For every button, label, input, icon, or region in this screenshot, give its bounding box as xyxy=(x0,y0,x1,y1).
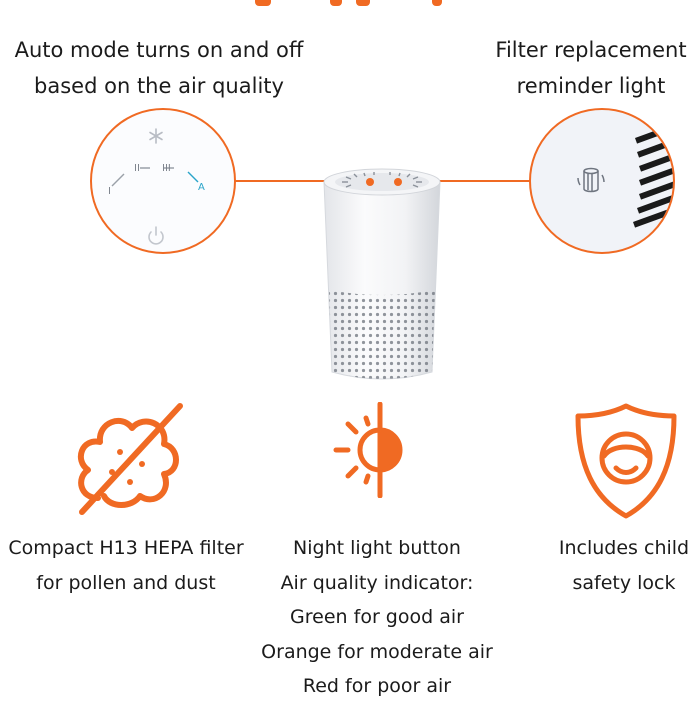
caption-line: Air quality indicator: xyxy=(280,571,474,594)
hepa-caption: Compact H13 HEPA filter for pollen and d… xyxy=(0,531,252,600)
filter-cylinder-icon xyxy=(577,167,605,193)
headline-fragment xyxy=(432,0,442,6)
caption-line: Includes child xyxy=(558,537,690,559)
caption-line: based on the air quality xyxy=(34,74,284,98)
caption-line: Green for good air xyxy=(290,606,464,628)
caption-line: reminder light xyxy=(516,74,666,98)
caption-line: Auto mode turns on and off xyxy=(14,38,304,62)
fan-icon xyxy=(149,128,163,144)
headline-fragment xyxy=(330,0,342,6)
filter-reminder-caption: Filter replacement reminder light xyxy=(482,32,700,104)
shield-face-icon xyxy=(570,400,682,522)
headline-fragment xyxy=(255,0,271,6)
light-icon xyxy=(330,401,426,499)
caption-line: for pollen and dust xyxy=(36,571,216,594)
control-panel-callout: I II III A xyxy=(90,108,236,254)
speed-label-1: I xyxy=(108,186,111,197)
auto-mode-caption: Auto mode turns on and off based on the … xyxy=(0,32,318,104)
headline-fragment xyxy=(356,0,370,6)
filter-reminder-callout xyxy=(529,108,675,254)
caption-line: safety lock xyxy=(572,571,676,594)
no-allergen-icon xyxy=(68,400,188,518)
air-purifier-image xyxy=(318,150,446,384)
speed-label-3: III xyxy=(162,163,171,174)
night-light-caption: Night light button Air quality indicator… xyxy=(248,531,506,704)
child-lock-caption: Includes child safety lock xyxy=(548,531,700,600)
caption-line: Compact H13 HEPA filter xyxy=(8,537,244,559)
caption-line: Filter replacement xyxy=(495,38,687,62)
speed-label-2: II xyxy=(134,163,140,174)
caption-line: Night light button xyxy=(293,537,461,559)
caption-line: Orange for moderate air xyxy=(261,640,493,663)
caption-line: Red for poor air xyxy=(302,675,452,697)
auto-mode-label: A xyxy=(198,182,205,193)
power-icon xyxy=(148,226,164,245)
